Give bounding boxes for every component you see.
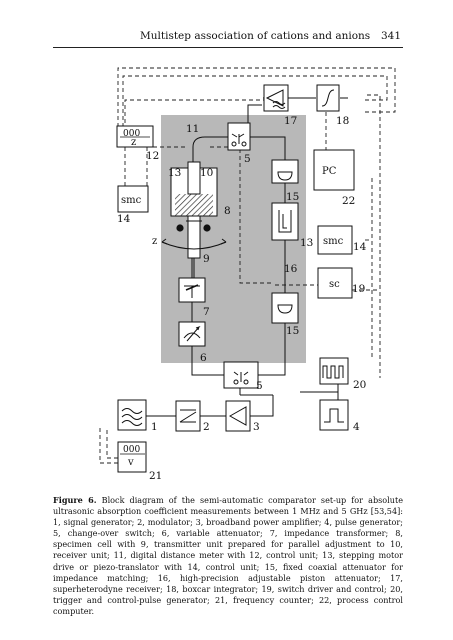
box-glyphs — [121, 89, 344, 426]
callout-9: 9 — [203, 253, 210, 265]
smc-left-label: smc — [121, 195, 142, 206]
callout-20: 20 — [353, 379, 366, 391]
callout-6: 6 — [200, 352, 207, 364]
frequency-counter-box — [117, 441, 147, 473]
callout-14-right: 14 — [353, 241, 367, 253]
running-title: Multistep association of cations and ani… — [140, 30, 371, 42]
figure-caption: Figure 6. Block diagram of the semi-auto… — [53, 495, 403, 617]
control-lines — [99, 67, 396, 464]
callout-8: 8 — [224, 205, 231, 217]
pulse-generator-box — [319, 399, 349, 431]
callout-3: 3 — [253, 421, 260, 433]
smc-right-label: smc — [323, 236, 344, 247]
callout-13-left: 13 — [168, 167, 181, 179]
callout-17: 17 — [284, 115, 297, 127]
callout-7: 7 — [203, 306, 210, 318]
counter-bottom-readout: 000 — [123, 445, 140, 455]
callout-18: 18 — [336, 115, 349, 127]
counter-bottom-unit: v — [127, 457, 134, 468]
header-rule — [53, 47, 403, 48]
callout-11: 11 — [186, 123, 199, 135]
attenuator-15-bottom-box — [271, 292, 299, 324]
smc-left-box — [117, 185, 149, 213]
sc-box — [317, 267, 353, 299]
callout-16: 16 — [284, 263, 298, 275]
counter-top-readout: 000 — [123, 129, 140, 139]
axis-z-label: z — [152, 236, 157, 247]
counter-top-unit: z — [131, 137, 136, 148]
callout-13-right: 13 — [300, 237, 313, 249]
modulator-box — [175, 400, 201, 432]
pc-label: PC — [322, 166, 337, 177]
distance-meter-box — [116, 125, 154, 148]
pc-box — [313, 149, 355, 191]
box-text: 000 z smc z PC smc sc 000 v — [120, 129, 344, 468]
signal-lines — [145, 97, 348, 417]
callout-19: 19 — [352, 283, 365, 295]
page-header: Multistep association of cations and ani… — [0, 30, 453, 46]
callout-2: 2 — [203, 421, 210, 433]
callout-22: 22 — [342, 195, 355, 207]
callout-numbers: 1 2 3 4 5 5 6 7 8 9 10 11 12 13 13 14 14… — [117, 115, 367, 482]
callout-5-bottom: 5 — [256, 380, 263, 392]
callout-15-top: 15 — [286, 191, 299, 203]
callout-12: 12 — [146, 150, 159, 162]
caption-text: Block diagram of the semi-automatic comp… — [53, 495, 403, 616]
piston-attenuator-box — [271, 202, 299, 241]
callout-10: 10 — [200, 167, 213, 179]
block-diagram: 000 z smc z PC smc sc 000 v 1 2 3 4 5 5 … — [99, 67, 396, 482]
callout-4: 4 — [353, 421, 360, 433]
instrument-boxes — [116, 84, 355, 473]
callout-21: 21 — [149, 470, 162, 482]
smc-right-box — [317, 225, 353, 255]
trigger-generator-box — [319, 357, 349, 385]
callout-14-left: 14 — [117, 213, 131, 225]
specimen-cell — [161, 161, 227, 278]
sc-label: sc — [329, 279, 340, 290]
signal-generator-box — [117, 399, 147, 431]
callout-15-bottom: 15 — [286, 325, 299, 337]
callout-1: 1 — [151, 421, 158, 433]
figure-label: Figure 6. — [53, 495, 97, 505]
callout-5-top: 5 — [244, 153, 251, 165]
variable-attenuator-box — [178, 321, 206, 347]
page-number: 341 — [380, 30, 401, 42]
